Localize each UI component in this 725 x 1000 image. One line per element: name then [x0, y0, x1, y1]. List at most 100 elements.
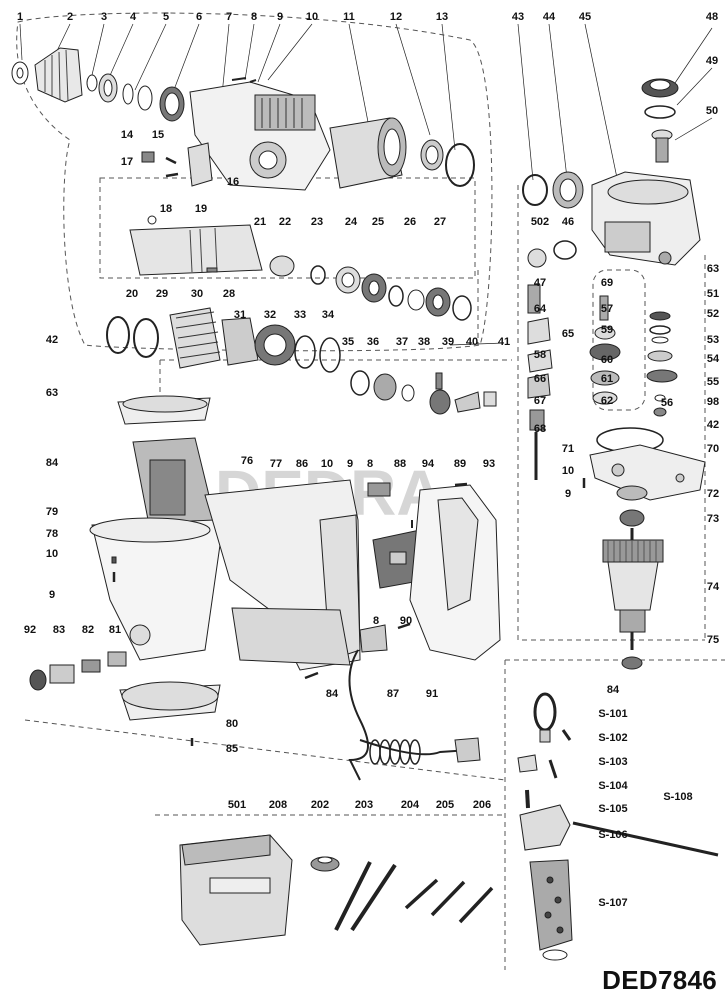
part-callout: 36 [367, 336, 379, 348]
part-callout: 208 [269, 799, 287, 811]
part-callout: 86 [296, 458, 308, 470]
part-callout: 42 [707, 419, 719, 431]
part-callout: 41 [498, 336, 510, 348]
part-callout: 69 [601, 277, 613, 289]
part-callout: 5 [163, 11, 169, 23]
part-callout: 80 [226, 718, 238, 730]
part-callout: 206 [473, 799, 491, 811]
part-callout: 50 [706, 105, 718, 117]
part-callout: 40 [466, 336, 478, 348]
part-callout: 10 [46, 548, 58, 560]
part-callout: S-106 [598, 829, 627, 841]
gearbox-parts [527, 284, 706, 501]
part-callout: 202 [311, 799, 329, 811]
part-callout: 13 [436, 11, 448, 23]
part-callout: 56 [661, 397, 673, 409]
part-callout: 33 [294, 309, 306, 321]
part-callout: 84 [607, 684, 620, 696]
part-callout: S-105 [598, 803, 627, 815]
part-callout: 205 [436, 799, 454, 811]
part-callout: 15 [152, 129, 164, 141]
part-callout: 26 [404, 216, 416, 228]
part-callout: 44 [543, 11, 556, 23]
part-callout: 59 [601, 324, 613, 336]
part-callout: 18 [160, 203, 172, 215]
part-callout: 82 [82, 624, 94, 636]
part-callout: 29 [156, 288, 168, 300]
part-callout: 10 [562, 465, 574, 477]
part-callout: 61 [601, 373, 613, 385]
part-callout: 27 [434, 216, 446, 228]
brush-parts [29, 651, 221, 746]
part-callout: 49 [706, 55, 718, 67]
clutch-parts [106, 307, 497, 415]
part-callout: 88 [394, 458, 406, 470]
model-code: DED7846 [602, 965, 717, 995]
part-callout: 203 [355, 799, 373, 811]
part-callout: 21 [254, 216, 266, 228]
part-callout: 35 [342, 336, 354, 348]
part-callout: S-108 [663, 791, 692, 803]
top-assembly-parts [11, 47, 701, 268]
part-callout: 54 [707, 353, 720, 365]
part-callout: 14 [121, 129, 134, 141]
part-callout: 57 [601, 303, 613, 315]
part-callout: 72 [707, 488, 719, 500]
part-callout: 9 [49, 589, 55, 601]
part-callout: S-102 [598, 732, 627, 744]
part-callout: 84 [326, 688, 339, 700]
part-callout: 25 [372, 216, 384, 228]
part-callout: 53 [707, 334, 719, 346]
part-callout: S-107 [598, 897, 627, 909]
part-callout: 63 [707, 263, 719, 275]
part-callout: 501 [228, 799, 246, 811]
part-callout: 62 [601, 395, 613, 407]
part-callout: 2 [67, 11, 73, 23]
part-callout: 65 [562, 328, 574, 340]
part-callout: 70 [707, 443, 719, 455]
part-callout: 89 [454, 458, 466, 470]
leader-lines [19, 23, 713, 346]
part-callout: 32 [264, 309, 276, 321]
part-callout: 90 [400, 615, 412, 627]
part-callout: 34 [322, 309, 335, 321]
part-callout: S-103 [598, 756, 627, 768]
part-callout: 7 [226, 11, 232, 23]
part-callout: 64 [534, 303, 547, 315]
part-callout: 93 [483, 458, 495, 470]
part-callout: 502 [531, 216, 549, 228]
part-callout: 4 [130, 11, 137, 23]
part-callout: 6 [196, 11, 202, 23]
part-callout: 204 [401, 799, 420, 811]
part-callout: 8 [251, 11, 257, 23]
part-callout: 55 [707, 376, 719, 388]
part-callout: 10 [306, 11, 318, 23]
part-callout: 76 [241, 455, 253, 467]
part-callout: 43 [512, 11, 524, 23]
part-callout: 85 [226, 743, 238, 755]
part-callout: S-101 [598, 708, 627, 720]
spindle-parts [129, 215, 472, 321]
part-callout: 75 [707, 634, 719, 646]
part-callout: 91 [426, 688, 438, 700]
part-callout: 79 [46, 506, 58, 518]
part-callout: 10 [321, 458, 333, 470]
part-callout: 38 [418, 336, 430, 348]
part-callout: 28 [223, 288, 235, 300]
part-callout: 30 [191, 288, 203, 300]
part-callout: 63 [46, 387, 58, 399]
part-callout: 24 [345, 216, 358, 228]
part-callout: 1 [17, 11, 23, 23]
part-callout: 94 [422, 458, 435, 470]
part-callout: 98 [707, 396, 719, 408]
part-callout: 67 [534, 395, 546, 407]
part-callout: 31 [234, 309, 246, 321]
part-callout: 60 [601, 354, 613, 366]
part-callout: 77 [270, 458, 282, 470]
part-callout: 8 [367, 458, 373, 470]
part-callout: 8 [373, 615, 379, 627]
part-callout: 9 [277, 11, 283, 23]
part-callout: 74 [707, 581, 720, 593]
armature-parts [602, 485, 664, 670]
